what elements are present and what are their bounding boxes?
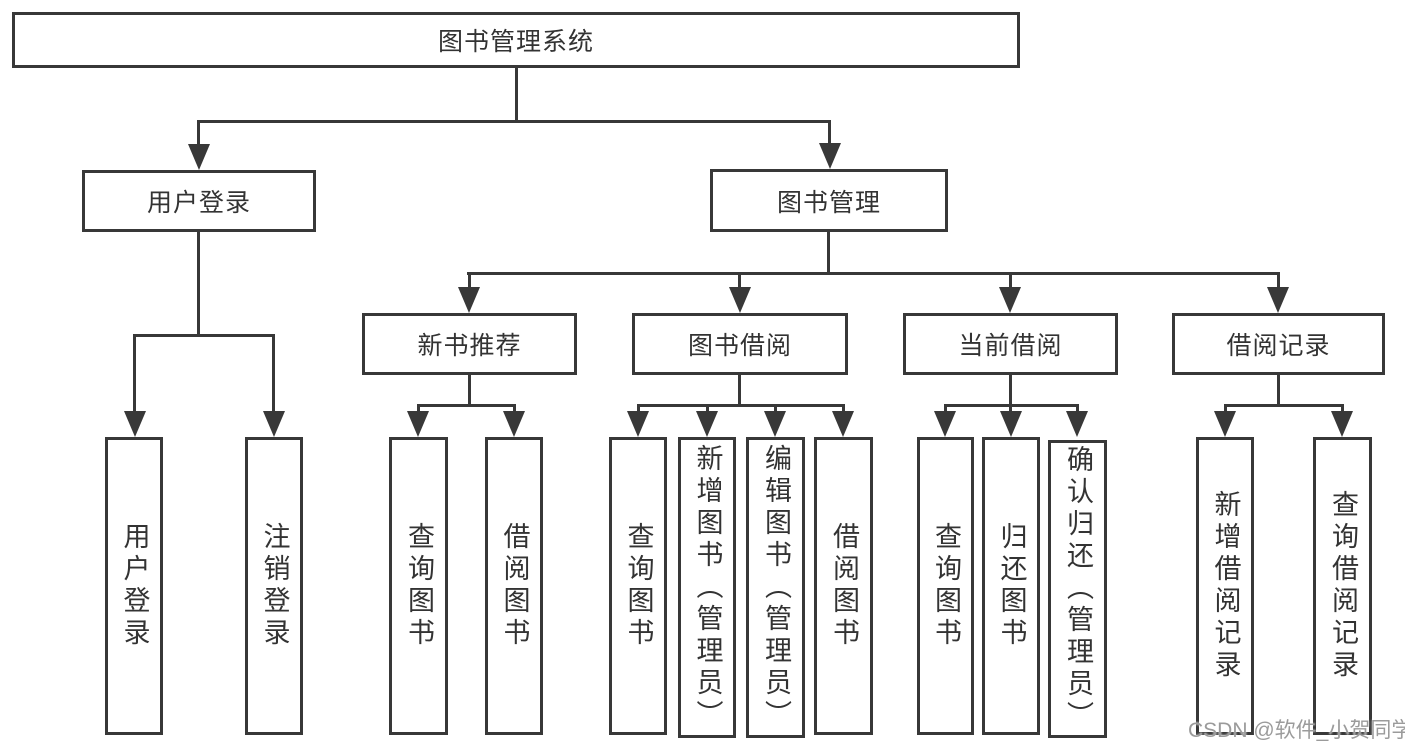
arrowhead-borrow-leaf3 [764, 411, 786, 437]
edge-manage-to-newbook [468, 272, 471, 288]
arrowhead-to-manage [819, 143, 841, 169]
node-new-book-recommend-label: 新书推荐 [417, 332, 522, 360]
edge-login-to-leaf2 [272, 334, 275, 412]
csdn-watermark: CSDN @软件_小贺同学 [1188, 719, 1405, 742]
node-book-borrow-label: 图书借阅 [687, 332, 792, 360]
leaf-borrow-edit-admin: 编辑图书（管理员） [746, 437, 805, 738]
leaf-borrow-edit-admin-label: 编辑图书（管理员） [761, 443, 791, 732]
edge-current-trunk [1009, 375, 1012, 407]
edge-borrow-to-leaf2 [706, 404, 709, 414]
arrowhead-borrow-leaf1 [627, 411, 649, 437]
leaf-logout: 注销登录 [245, 437, 303, 735]
leaf-newbook-borrow: 借阅图书 [485, 437, 543, 735]
edge-manage-trunk [827, 232, 830, 275]
edge-root-hbar [197, 120, 831, 123]
arrowhead-to-current [999, 287, 1021, 313]
leaf-record-add-label: 新增借阅记录 [1210, 490, 1241, 682]
leaf-borrow-add-admin-label: 新增图书（管理员） [692, 443, 723, 732]
leaf-record-query: 查询借阅记录 [1313, 437, 1372, 735]
leaf-user-login-label: 用户登录 [119, 522, 150, 650]
leaf-current-confirm-admin-label: 确认归还（管理员） [1063, 445, 1093, 733]
arrowhead-to-borrow [729, 287, 751, 313]
leaf-newbook-query-label: 查询图书 [404, 522, 434, 650]
leaf-borrow-query-label: 查询图书 [623, 522, 654, 650]
node-user-login-label: 用户登录 [146, 189, 251, 217]
leaf-borrow-book: 借阅图书 [814, 437, 873, 735]
arrowhead-newbook-leaf2 [503, 411, 525, 437]
node-current-borrow: 当前借阅 [903, 313, 1118, 375]
edge-manage-hbar [467, 272, 1280, 275]
node-book-manage: 图书管理 [710, 169, 948, 232]
arrowhead-newbook-leaf1 [407, 411, 429, 437]
arrowhead-to-newbook [458, 287, 480, 313]
edge-root-to-login [197, 120, 200, 146]
edge-newbook-to-leaf2 [513, 404, 516, 414]
arrowhead-records-leaf1 [1214, 411, 1236, 437]
arrowhead-login-leaf1 [124, 411, 146, 437]
edge-login-hbar [133, 334, 275, 337]
node-borrow-records-label: 借阅记录 [1226, 332, 1331, 360]
edge-current-to-leaf3 [1076, 404, 1079, 414]
leaf-current-confirm-admin: 确认归还（管理员） [1048, 440, 1107, 738]
leaf-record-add: 新增借阅记录 [1196, 437, 1254, 735]
edge-borrow-to-leaf4 [842, 404, 845, 414]
node-book-manage-label: 图书管理 [776, 188, 881, 217]
edge-borrow-hbar [637, 404, 845, 407]
edge-manage-to-current [1009, 272, 1012, 288]
leaf-borrow-book-label: 借阅图书 [829, 522, 859, 650]
edge-borrow-to-leaf1 [637, 404, 640, 414]
leaf-borrow-add-admin: 新增图书（管理员） [678, 437, 736, 738]
edge-login-trunk [197, 232, 200, 337]
arrowhead-to-login [188, 144, 210, 170]
edge-borrow-trunk [738, 375, 741, 407]
leaf-current-query: 查询图书 [917, 437, 974, 735]
leaf-user-login: 用户登录 [105, 437, 163, 735]
edge-current-to-leaf2 [1009, 404, 1012, 414]
edge-newbook-to-leaf1 [417, 404, 420, 414]
arrowhead-current-leaf2 [1000, 411, 1022, 437]
leaf-newbook-borrow-label: 借阅图书 [499, 522, 530, 650]
edge-records-trunk [1277, 375, 1280, 407]
arrowhead-borrow-leaf2 [696, 411, 718, 437]
node-borrow-records: 借阅记录 [1172, 313, 1385, 375]
edge-records-hbar [1224, 404, 1344, 407]
edge-root-trunk [515, 68, 518, 122]
arrowhead-records-leaf2 [1331, 411, 1353, 437]
leaf-current-return: 归还图书 [982, 437, 1040, 735]
leaf-borrow-query: 查询图书 [609, 437, 667, 735]
node-user-login: 用户登录 [82, 170, 316, 232]
node-current-borrow-label: 当前借阅 [958, 332, 1063, 360]
leaf-current-return-label: 归还图书 [996, 522, 1027, 650]
edge-records-to-leaf1 [1224, 404, 1227, 414]
leaf-record-query-label: 查询借阅记录 [1328, 490, 1358, 682]
arrowhead-current-leaf3 [1066, 411, 1088, 437]
leaf-logout-label: 注销登录 [259, 522, 290, 650]
leaf-current-query-label: 查询图书 [931, 522, 961, 650]
arrowhead-current-leaf1 [934, 411, 956, 437]
edge-records-to-leaf2 [1341, 404, 1344, 414]
node-new-book-recommend: 新书推荐 [362, 313, 577, 375]
edge-current-to-leaf1 [944, 404, 947, 414]
edge-borrow-to-leaf3 [774, 404, 777, 414]
leaf-newbook-query: 查询图书 [389, 437, 448, 735]
edge-newbook-trunk [468, 375, 471, 407]
edge-login-to-leaf1 [133, 334, 136, 412]
node-book-borrow: 图书借阅 [632, 313, 848, 375]
arrowhead-borrow-leaf4 [832, 411, 854, 437]
edge-root-to-manage [828, 120, 831, 146]
node-root-library-system: 图书管理系统 [12, 12, 1020, 68]
edge-manage-to-borrow [738, 272, 741, 288]
arrowhead-to-records [1267, 287, 1289, 313]
edge-newbook-hbar [417, 404, 516, 407]
node-root-label: 图书管理系统 [437, 28, 594, 56]
edge-manage-to-records [1277, 272, 1280, 288]
arrowhead-login-leaf2 [263, 411, 285, 437]
